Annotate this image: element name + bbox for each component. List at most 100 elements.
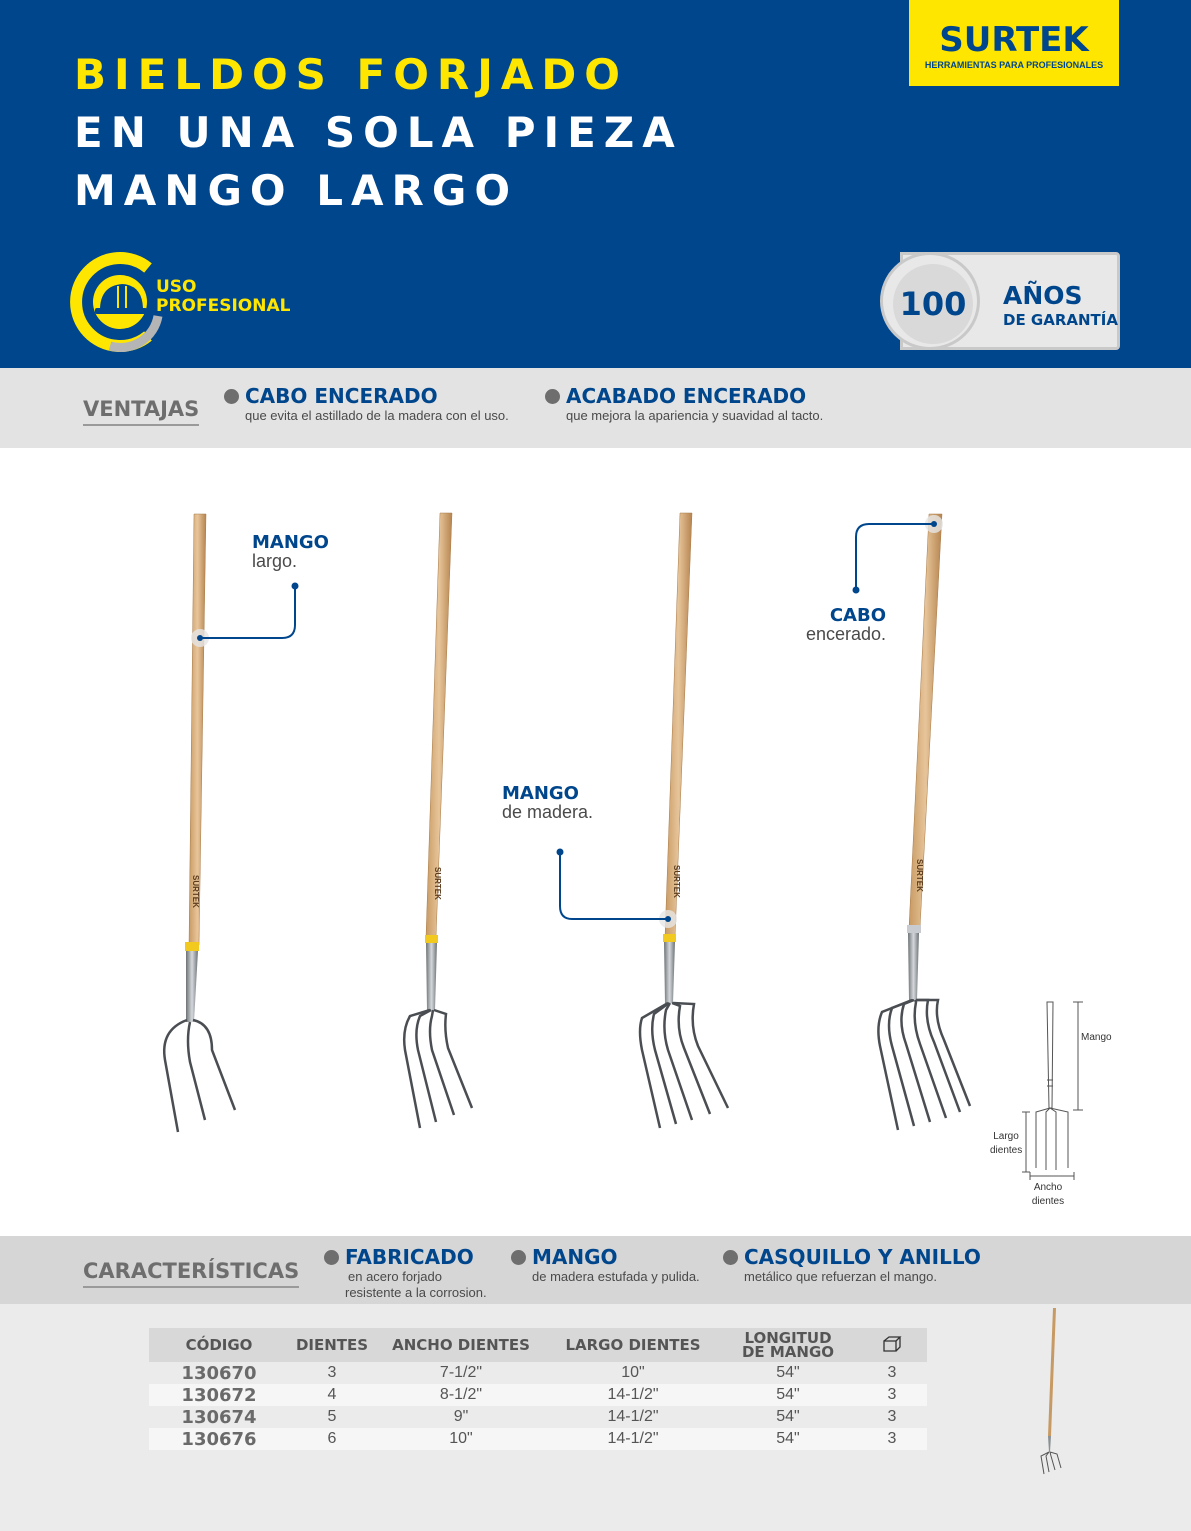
- logo-word: SURTEK: [939, 20, 1089, 60]
- cell-longitud: 54": [776, 1364, 800, 1381]
- cell-largo: 10": [621, 1364, 645, 1381]
- box-icon: [883, 1336, 902, 1352]
- caracteristicas-band: CARACTERÍSTICAS FABRICADO en acero forja…: [0, 1236, 1191, 1304]
- cell-codigo: 130674: [181, 1406, 257, 1428]
- bullet-dot: [224, 389, 239, 404]
- callout-title: MANGO: [252, 532, 329, 553]
- callout-mango-madera: MANGO de madera.: [502, 783, 594, 822]
- diagram-label-ancho-2: dientes: [1031, 1196, 1065, 1207]
- th-longitud-1: LONGITUD: [744, 1329, 832, 1347]
- cell-box: 3: [887, 1364, 897, 1381]
- bullet-dot: [511, 1250, 526, 1265]
- callout-cabo-encerado: CABO encerado.: [792, 607, 886, 644]
- cell-ancho: 10": [375, 1428, 547, 1450]
- dimension-diagram: [1022, 1001, 1083, 1180]
- fork-3-tines: [163, 513, 237, 1133]
- garantia-circle: 100: [880, 252, 980, 350]
- caracteristica-desc-1: de madera estufada y pulida.: [532, 1269, 700, 1284]
- fork-5-tines: [638, 512, 730, 1129]
- diagram-label-largo: Largo dientes: [990, 1130, 1022, 1158]
- th-box: [857, 1328, 927, 1362]
- fork-4-tines: [402, 512, 474, 1129]
- cell-box: 3: [857, 1384, 927, 1406]
- table-row: 130676 6 10" 14-1/2" 54" 3: [149, 1428, 927, 1450]
- cell-dientes: 6: [289, 1428, 375, 1450]
- uso-text: USO PROFESIONAL: [156, 278, 290, 316]
- th-ancho: ANCHO DIENTES: [375, 1328, 547, 1362]
- diagram-label-largo-2: dientes: [990, 1145, 1023, 1156]
- th-longitud-2: DE MANGO: [741, 1343, 835, 1361]
- caracteristica-desc-2: resistente a la corrosion.: [345, 1285, 487, 1300]
- logo-tagline: HERRAMIENTAS PARA PROFESIONALES: [924, 60, 1104, 70]
- diagram-label-ancho: Ancho dientes: [1030, 1181, 1066, 1209]
- th-dientes: DIENTES: [289, 1328, 375, 1362]
- table-row: 130674 5 9" 14-1/2" 54" 3: [149, 1406, 927, 1428]
- caracteristica-title: MANGO: [532, 1245, 618, 1269]
- cell-largo: 14-1/2": [607, 1408, 659, 1425]
- callout-desc: de madera.: [502, 802, 594, 822]
- cell-ancho: 7-1/2": [439, 1364, 483, 1381]
- cell-longitud: 54": [719, 1428, 857, 1450]
- title-line-3: MANGO LARGO: [74, 166, 519, 215]
- callout-title: MANGO: [502, 783, 579, 804]
- title-line-2: EN UNA SOLA PIEZA: [74, 108, 683, 157]
- ventaja-desc: que mejora la apariencia y suavidad al t…: [566, 408, 824, 423]
- th-longitud: LONGITUD DE MANGO: [719, 1328, 857, 1362]
- header-banner: BIELDOS FORJADO EN UNA SOLA PIEZA MANGO …: [0, 0, 1191, 368]
- callout-desc: encerado.: [805, 624, 886, 644]
- garantia-number: 100: [899, 285, 967, 323]
- diagram-label-ancho-1: Ancho: [1033, 1182, 1063, 1193]
- uso-profesional-badge: USO PROFESIONAL: [70, 250, 330, 354]
- ventaja-desc: que evita el astillado de la madera con …: [245, 408, 509, 423]
- caracteristica-title: CASQUILLO Y ANILLO: [744, 1245, 981, 1269]
- caracteristica-desc-1: metálico que refuerzan el mango.: [744, 1269, 937, 1284]
- callout-mango-largo: MANGO largo.: [252, 532, 329, 571]
- products-illustration: SURTEK SURTEK SURTEK SURTEK: [163, 512, 1083, 1180]
- th-largo: LARGO DIENTES: [547, 1328, 719, 1362]
- ventaja-title: CABO ENCERADO: [245, 384, 438, 408]
- ventajas-label: VENTAJAS: [83, 396, 200, 426]
- uso-line1: USO: [156, 277, 197, 297]
- caracteristica-desc-1: en acero forjado: [348, 1269, 442, 1284]
- cell-codigo: 130670: [181, 1362, 257, 1384]
- cell-dientes: 5: [327, 1408, 337, 1425]
- handle-brand-2: SURTEK: [433, 867, 442, 900]
- helmet-icon: [70, 252, 163, 352]
- uso-line2: PROFESIONAL: [156, 296, 291, 316]
- small-fork-illustration: [1040, 1308, 1062, 1475]
- handle-brand-1: SURTEK: [191, 875, 200, 908]
- garantia-de: DE GARANTÍA: [1003, 311, 1118, 329]
- th-codigo: CÓDIGO: [149, 1328, 289, 1362]
- cell-ancho: 8-1/2": [375, 1384, 547, 1406]
- handle-brand-marks: SURTEK SURTEK SURTEK SURTEK: [191, 859, 924, 908]
- callout-lines: [191, 515, 943, 928]
- garantia-circle-inner: [893, 264, 973, 344]
- cell-dientes: 3: [327, 1364, 337, 1381]
- ventaja-title: ACABADO ENCERADO: [566, 384, 807, 408]
- bullet-dot: [723, 1250, 738, 1265]
- cell-box: 3: [857, 1428, 927, 1450]
- handle-brand-3: SURTEK: [672, 865, 681, 898]
- callout-desc: largo.: [252, 551, 298, 571]
- cell-longitud: 54": [776, 1408, 800, 1425]
- caracteristica-title: FABRICADO: [345, 1245, 474, 1269]
- cell-largo: 14-1/2": [547, 1428, 719, 1450]
- handle-brand-4: SURTEK: [915, 859, 924, 892]
- products-area: SURTEK SURTEK SURTEK SURTEK: [0, 448, 1191, 1236]
- diagram-label-largo-1: Largo: [993, 1131, 1019, 1142]
- table-header-row: CÓDIGO DIENTES ANCHO DIENTES LARGO DIENT…: [149, 1328, 927, 1362]
- cell-ancho: 9": [453, 1408, 469, 1425]
- table-row: 130670 3 7-1/2" 10" 54" 3: [149, 1362, 927, 1384]
- caracteristicas-label: CARACTERÍSTICAS: [83, 1258, 300, 1288]
- surtek-logo: SURTEK HERRAMIENTAS PARA PROFESIONALES: [909, 0, 1119, 86]
- garantia-badge: AÑOS DE GARANTÍA 100: [880, 252, 1120, 352]
- cell-largo: 14-1/2": [547, 1384, 719, 1406]
- ventajas-band: VENTAJAS CABO ENCERADO que evita el asti…: [0, 368, 1191, 448]
- cell-box: 3: [887, 1408, 897, 1425]
- table-row: 130672 4 8-1/2" 14-1/2" 54" 3: [149, 1384, 927, 1406]
- bullet-dot: [545, 389, 560, 404]
- cell-codigo: 130672: [149, 1384, 289, 1406]
- diagram-label-mango: Mango: [1081, 1032, 1112, 1043]
- cell-dientes: 4: [289, 1384, 375, 1406]
- title-line-1: BIELDOS FORJADO: [74, 50, 628, 99]
